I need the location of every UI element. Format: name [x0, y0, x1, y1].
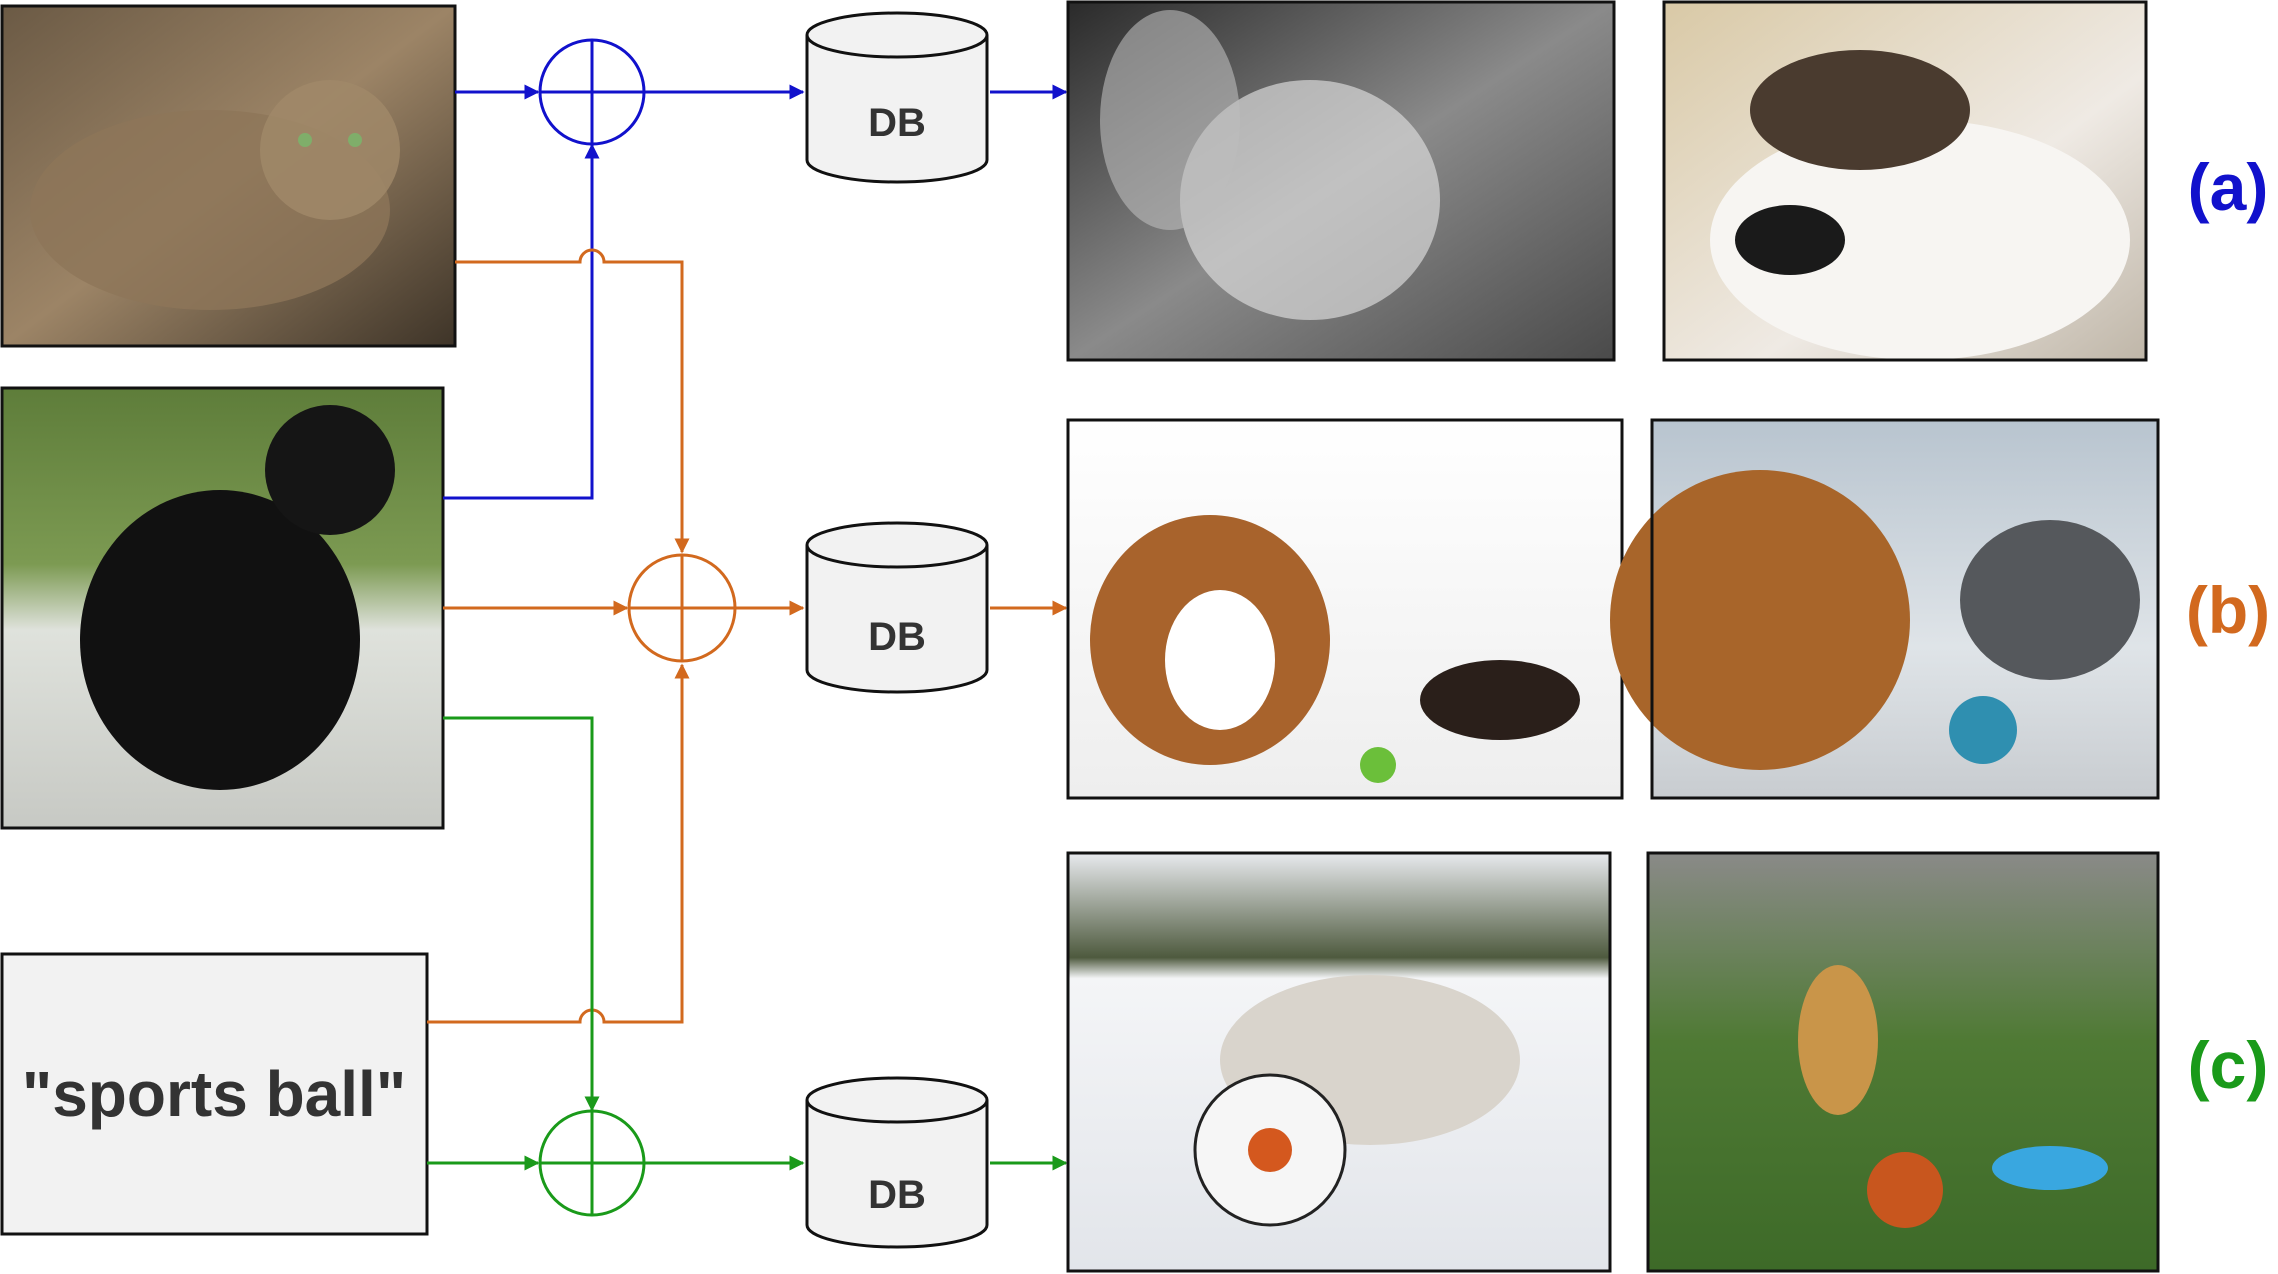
row-label-c: (c): [2188, 1028, 2269, 1102]
database-label-b: DB: [868, 615, 926, 659]
sum-node-b: [627, 553, 737, 663]
sum-node-a: [538, 38, 646, 146]
row-a-connectors: [443, 84, 1068, 500]
database-c: DB: [805, 1076, 989, 1249]
row-label-b: (b): [2186, 573, 2270, 647]
row-c-connectors: [427, 716, 1068, 1171]
database-b: DB: [805, 521, 989, 694]
result-a-2-photo: [1662, 0, 2148, 362]
result-c-2-photo: [1646, 851, 2160, 1273]
database-label-c: DB: [868, 1173, 926, 1217]
text-query-label: "sports ball": [22, 1058, 406, 1130]
database-a: DB: [805, 11, 989, 184]
result-a-1-photo: [1066, 0, 1616, 362]
sum-node-c: [538, 1109, 646, 1217]
query-cat-photo: [0, 4, 457, 348]
row-label-a: (a): [2188, 150, 2269, 224]
query-dog-photo: [0, 386, 445, 830]
result-b-1-photo: [1066, 418, 1624, 800]
result-b-2-photo: [1610, 418, 2160, 800]
result-c-1-photo: [1066, 851, 1612, 1273]
text-query-box: "sports ball": [0, 952, 429, 1236]
database-label-a: DB: [868, 101, 926, 145]
